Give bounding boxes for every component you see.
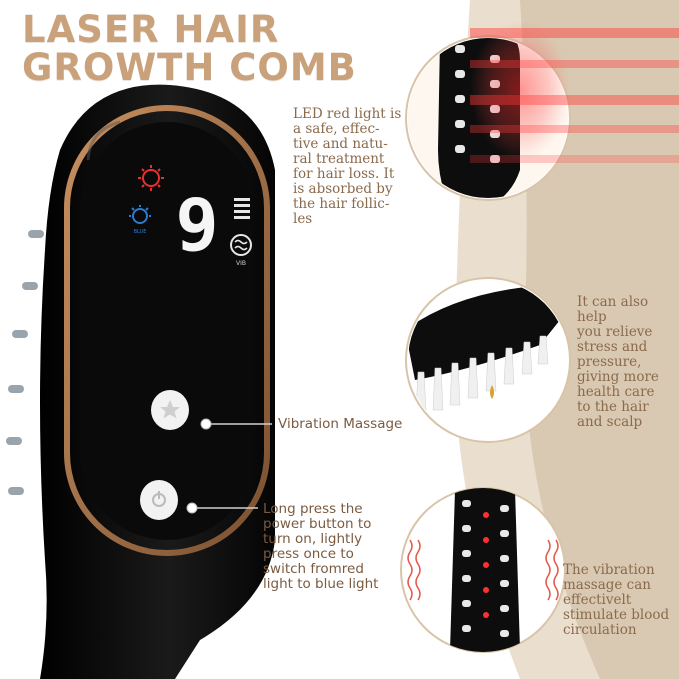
red-light-icon — [138, 165, 164, 191]
battery-icon — [234, 198, 250, 219]
page-title-line-2: GROWTH COMB — [22, 46, 357, 89]
page-title-line-1: LASER HAIR — [22, 8, 280, 51]
detail-circle-teeth — [405, 277, 571, 443]
display-digit: 9 — [175, 183, 218, 267]
blue-label: BLUE — [134, 229, 147, 235]
help-description: It can also help you relieve stress and … — [577, 294, 659, 430]
left-comb-teeth — [6, 230, 44, 495]
power-button-icon — [140, 480, 178, 520]
star-button-icon — [151, 390, 189, 430]
led-description: LED red light is a safe, effec- tive and… — [293, 106, 402, 227]
detail-circle-vibration — [400, 487, 566, 653]
vib-label: VIB — [236, 260, 246, 267]
vibration-mode-icon — [230, 234, 252, 256]
callout-lines — [186, 418, 272, 514]
detail-circle-red-light — [405, 20, 679, 201]
power-button-label: Long press the power button to turn on, … — [263, 501, 379, 592]
vibration-description: The vibration massage can effectivelt st… — [563, 562, 670, 638]
blue-light-icon — [129, 205, 151, 224]
main-device — [40, 84, 275, 679]
vibration-massage-label: Vibration Massage — [278, 416, 403, 432]
